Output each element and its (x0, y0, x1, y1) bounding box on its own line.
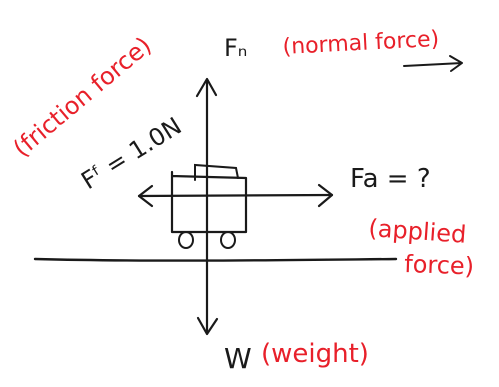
weight-symbol: W (224, 342, 252, 375)
applied-force-label-line1: (applied (368, 214, 468, 249)
weight-label: (weight) (261, 339, 369, 369)
friction-arrowhead (137, 184, 154, 208)
friction-force-symbol: Fᶠ = 1.0N (76, 112, 186, 195)
horizontal-force-line (137, 193, 334, 198)
ground-line (33, 257, 398, 262)
cart-handle (194, 163, 239, 181)
cart-body (170, 170, 248, 234)
cart-wheel-left (178, 231, 194, 249)
normal-force-arrowhead (195, 77, 218, 98)
normal-force-note-arrow (403, 55, 463, 72)
normal-force-label: (normal force) (282, 27, 440, 60)
applied-force-symbol: Fa = ? (350, 164, 431, 194)
normal-force-symbol: Fₙ (224, 34, 247, 62)
weight-arrowhead (196, 316, 219, 336)
applied-force-arrowhead (317, 183, 334, 208)
applied-force-label-line2: force) (404, 250, 475, 280)
cart-wheel-right (220, 231, 236, 249)
